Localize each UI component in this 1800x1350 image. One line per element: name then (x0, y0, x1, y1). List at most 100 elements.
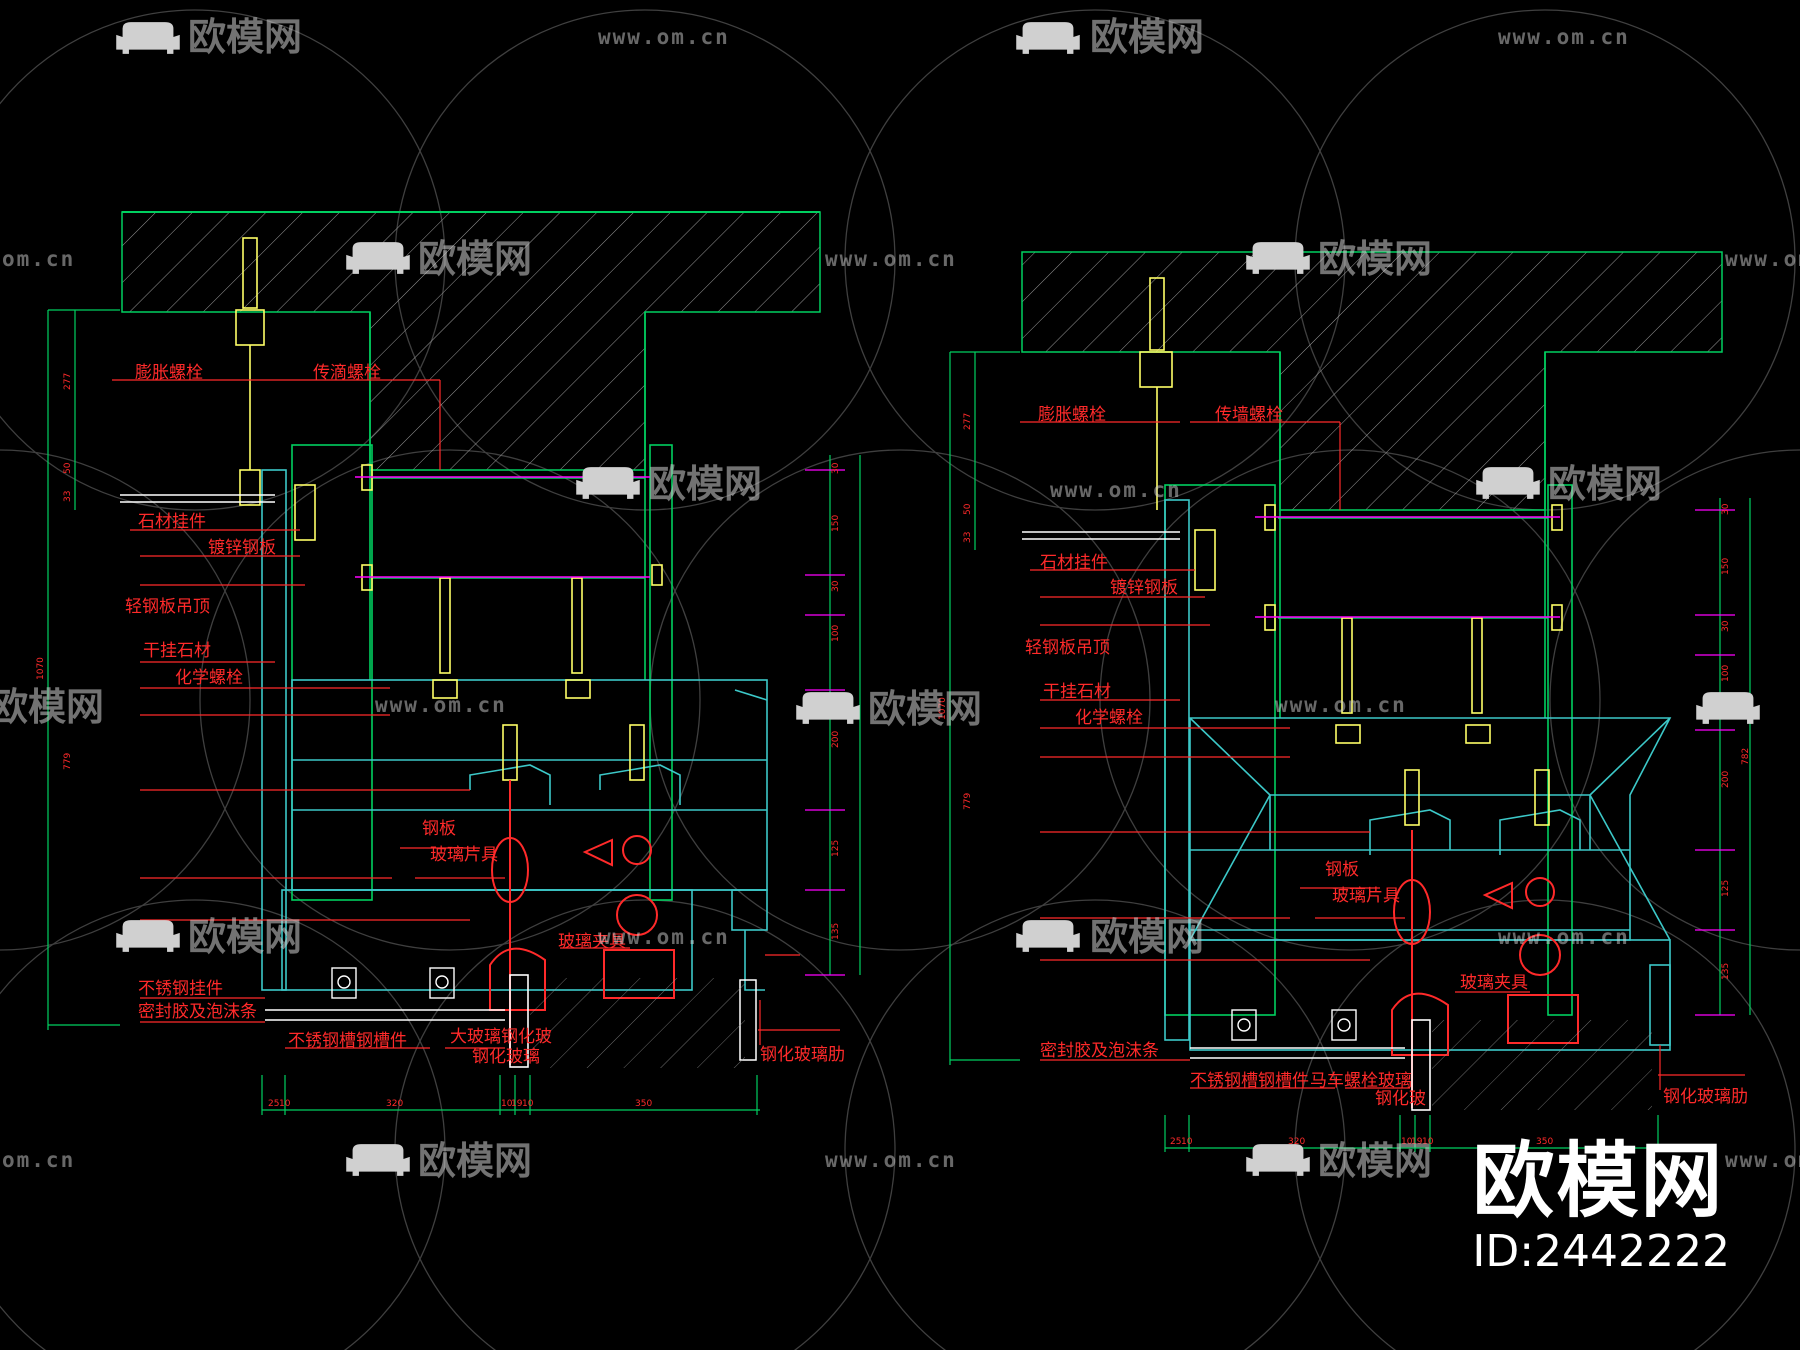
dim-left-2: 50 (63, 462, 73, 474)
label-expansion-bolt-r: 膨胀螺栓 (1038, 405, 1106, 425)
dim-right-4: 100 (831, 625, 841, 642)
dim-bottom-6: 10 (522, 1099, 534, 1109)
watermark-url-9: www.om.cn (598, 925, 730, 949)
watermark-url-13: www.om.cn (1725, 1148, 1800, 1172)
watermark-url-1: www.om.cn (598, 25, 730, 49)
watermark-logo-8: 欧模网 (868, 687, 982, 731)
dim-bottom-2: 10 (279, 1099, 291, 1109)
watermark-url-2: www.om.cn (1498, 25, 1630, 49)
watermark-url-11: om.cn (2, 1148, 75, 1172)
dim-right-6: 125 (831, 840, 841, 857)
left-leader-lines (112, 379, 840, 1049)
watermark-logo-2: 欧模网 (1090, 15, 1204, 59)
dim-bottom-1: 25 (268, 1099, 279, 1109)
watermark-logo-12: 欧模网 (1318, 1139, 1432, 1183)
right-ceiling-hangers (1022, 531, 1405, 1059)
label-sealant: 密封胶及泡沫条 (138, 1002, 257, 1022)
dim-bottom-r2: 10 (1181, 1137, 1193, 1147)
right-dimension-lines (949, 351, 1751, 1152)
dim-right-r8: 782 (1741, 748, 1751, 765)
left-ceiling-hangers (120, 494, 505, 1021)
dim-right-r3: 30 (1721, 620, 1731, 632)
watermark-logo-4: 欧模网 (1318, 237, 1432, 281)
label-tempered-glass-r: 钢化玻 (1375, 1089, 1426, 1109)
label-chemical-bolt: 化学螺栓 (175, 668, 243, 688)
watermark-logo-7: 欧模网 (0, 685, 104, 729)
brand-id: ID:2442222 (1472, 1225, 1730, 1277)
dim-right-r4: 100 (1721, 665, 1731, 682)
dim-bottom-5: 19 (511, 1099, 523, 1109)
label-tempered-fin-r: 钢化玻璃肋 (1663, 1087, 1748, 1107)
dim-bottom-r6: 10 (1422, 1137, 1434, 1147)
dim-right-r1: 30 (1721, 503, 1731, 515)
dim-left-1: 277 (63, 373, 73, 390)
label-gypsum-ceiling-r: 轻钢板吊顶 (1025, 638, 1110, 658)
label-through-bolt: 传滴螺栓 (313, 363, 381, 383)
label-glass-clamp-r: 玻璃夹具 (1460, 973, 1528, 993)
label-steel-plate-r: 钢板 (1325, 860, 1359, 880)
dim-bottom-4: 10 (501, 1099, 513, 1109)
watermark-logo-10: 欧模网 (1090, 915, 1204, 959)
left-section-drawing: 膨胀螺栓 传滴螺栓 石材挂件 镀锌钢板 轻钢板吊顶 干挂石材 化学螺栓 钢板 玻… (36, 211, 861, 1115)
label-stone-hanger: 石材挂件 (138, 512, 206, 532)
label-galvanized-steel: 镀锌钢板 (208, 538, 276, 558)
dim-right-r2: 150 (1721, 558, 1731, 575)
dim-right-7: 135 (831, 923, 841, 940)
label-through-bolt-r: 传墙螺栓 (1215, 405, 1283, 425)
label-tempered-fin: 钢化玻璃肋 (760, 1045, 845, 1065)
dim-right-2: 150 (831, 515, 841, 532)
dim-bottom-r5: 19 (1411, 1137, 1423, 1147)
watermark-logo-9: 欧模网 (188, 915, 302, 959)
right-right-ticks (1695, 509, 1735, 1016)
dim-left-4: 1070 (36, 657, 46, 680)
dim-bottom-r1: 25 (1170, 1137, 1181, 1147)
dim-right-r6: 125 (1721, 880, 1731, 897)
label-horse-bolt-r: 马车螺栓玻璃 (1310, 1071, 1412, 1091)
label-big-glass: 大玻璃钢化玻 (450, 1027, 552, 1047)
watermark-url-6: www.om.cn (1050, 478, 1182, 502)
dim-bottom-7: 350 (635, 1099, 652, 1109)
left-steel-frame (261, 469, 768, 991)
label-glass-clamp: 玻璃夹具 (558, 932, 626, 952)
watermark-url-4: www.om.cn (825, 247, 957, 271)
dim-bottom-3: 320 (386, 1099, 403, 1109)
watermark-url-7: www.om.cn (375, 693, 507, 717)
brand-logo: 欧模网 (1472, 1133, 1725, 1229)
label-stone-hanger-r: 石材挂件 (1040, 553, 1108, 573)
label-gypsum-ceiling: 轻钢板吊顶 (125, 597, 210, 617)
watermark-url-5: www.om.cn (1725, 247, 1800, 271)
right-leader-lines (1020, 421, 1745, 1090)
watermark-url-3: om.cn (2, 247, 75, 271)
label-glass-fitting-r: 玻璃片具 (1332, 886, 1400, 906)
label-ss-channel-r: 不锈钢槽钢槽件 (1190, 1071, 1309, 1091)
label-steel-plate: 钢板 (422, 819, 456, 839)
dim-right-1: 30 (831, 462, 841, 474)
watermark-logo-6: 欧模网 (1548, 462, 1662, 506)
label-chemical-bolt-r: 化学螺栓 (1075, 708, 1143, 728)
right-steel-frame (1164, 499, 1672, 1051)
dim-right-5: 200 (831, 731, 841, 748)
right-through-bolts (1255, 516, 1560, 618)
dim-bottom-r3: 320 (1288, 1137, 1305, 1147)
dim-bottom-r4: 10 (1401, 1137, 1413, 1147)
label-dry-hang-stone: 干挂石材 (143, 641, 211, 661)
right-glass-panel (1411, 1019, 1652, 1111)
label-ss-hanger: 不锈钢挂件 (138, 979, 223, 999)
label-galvanized-steel-r: 镀锌钢板 (1110, 578, 1178, 598)
label-dry-hang-stone-r: 干挂石材 (1043, 682, 1111, 702)
dim-left-3: 33 (63, 491, 73, 502)
right-section-drawing: 膨胀螺栓 传墙螺栓 石材挂件 镀锌钢板 轻钢板吊顶 干挂石材 化学螺栓 钢板 玻… (938, 251, 1751, 1152)
dim-left-5: 779 (63, 753, 73, 770)
watermarks: 欧模网 www.om.cn 欧模网 www.om.cn om.cn 欧模网 ww… (0, 15, 1800, 1183)
dim-right-3: 30 (831, 580, 841, 592)
label-glass-fitting: 玻璃片具 (430, 845, 498, 865)
dim-bottom-r7: 350 (1536, 1137, 1553, 1147)
watermark-logo-5: 欧模网 (648, 462, 762, 506)
watermark-url-12: www.om.cn (825, 1148, 957, 1172)
dim-left-r4: 1070 (938, 697, 948, 720)
dim-left-r2: 50 (963, 503, 973, 515)
left-glass-panel (509, 974, 757, 1068)
label-sealant-r: 密封胶及泡沫条 (1040, 1041, 1159, 1061)
watermark-logo-1: 欧模网 (188, 15, 302, 59)
